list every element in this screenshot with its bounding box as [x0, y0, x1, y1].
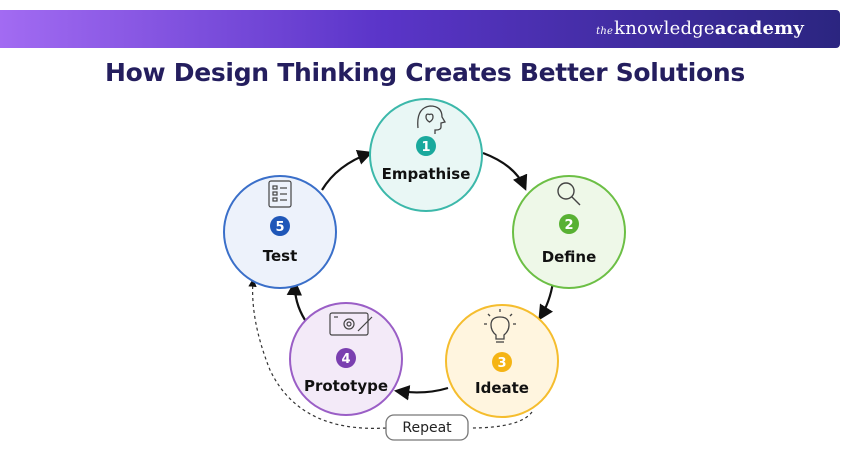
stage-test: 5 Test — [223, 175, 337, 289]
stage-label-ideate: Ideate — [475, 379, 529, 397]
stage-number-badge-3 — [492, 352, 512, 372]
checklist-icon — [268, 180, 292, 208]
stage-label-define: Define — [542, 248, 597, 266]
stage-number-2: 2 — [564, 218, 573, 233]
page-title: How Design Thinking Creates Better Solut… — [105, 58, 745, 87]
repeat-label: Repeat — [402, 420, 452, 436]
repeat-loop-path-return — [248, 278, 387, 429]
stage-label-empathise: Empathise — [382, 165, 471, 183]
stage-number-5: 5 — [275, 220, 284, 235]
arrow-define-to-ideate — [538, 281, 555, 321]
lightbulb-icon — [484, 309, 516, 343]
stage-number-badge-1 — [416, 136, 436, 156]
stage-number-badge-5 — [270, 216, 290, 236]
arrow-empathise-to-define — [482, 151, 528, 191]
brand-prefix: the — [596, 26, 614, 37]
head-heart-icon — [417, 105, 447, 134]
stage-ideate: 3 Ideate — [445, 304, 559, 418]
stage-empathise: 1 Empathise — [369, 98, 483, 212]
brand-suffix: academy — [714, 18, 804, 39]
stage-number-1: 1 — [421, 140, 430, 155]
stage-number-badge-2 — [559, 214, 579, 234]
brand-middle: knowledge — [614, 18, 715, 39]
stage-number-4: 4 — [341, 352, 350, 367]
magnifier-icon — [557, 182, 581, 206]
repeat-loop-path — [469, 411, 533, 429]
header-banner: theknowledgeacademy — [0, 10, 840, 48]
stage-define: 2 Define — [512, 175, 626, 289]
stage-label-prototype: Prototype — [304, 377, 388, 395]
arrow-ideate-to-prototype — [393, 385, 449, 401]
stage-number-3: 3 — [497, 356, 506, 371]
blueprint-gear-icon — [329, 312, 373, 336]
arrow-test-to-empathise — [321, 149, 373, 191]
stage-label-test: Test — [263, 247, 298, 265]
repeat-badge — [385, 414, 469, 441]
stage-number-badge-4 — [336, 348, 356, 368]
arrow-prototype-to-test — [286, 279, 306, 321]
brand-logo: theknowledgeacademy — [596, 18, 804, 39]
stage-prototype: 4 Prototype — [289, 302, 403, 416]
